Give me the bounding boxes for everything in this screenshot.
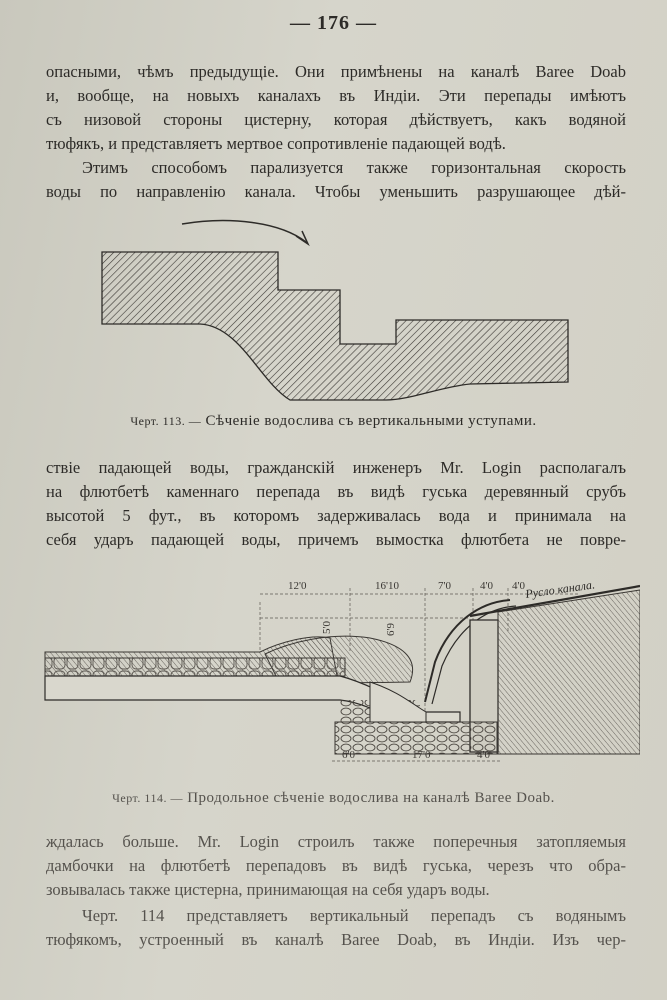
falling-water bbox=[424, 599, 511, 703]
figure-label: Черт. 113. — bbox=[130, 414, 202, 428]
paragraph-1: опасными, чѣмъ предыдущіе. Они примѣнены… bbox=[46, 60, 626, 156]
text-line: зовывалась также цистерна, принимающая н… bbox=[46, 880, 490, 899]
paragraph-5: Черт. 114 представляетъ вертикальный пер… bbox=[46, 904, 626, 952]
figure-label: Черт. 114. — bbox=[112, 791, 183, 805]
text-line: Этимъ способомъ парализуется также гориз… bbox=[82, 158, 626, 177]
dimension-label: 16'10 bbox=[375, 580, 399, 592]
text-line: себя ударъ падающей воды, причемъ вымост… bbox=[46, 530, 626, 549]
page-number: — 176 — bbox=[290, 12, 377, 34]
text-line: воды по направленію канала. Чтобы уменьш… bbox=[46, 182, 626, 201]
paragraph-4: ждалась больше. Mr. Login строилъ также … bbox=[46, 830, 626, 902]
text-line: ждалась больше. Mr. Login строилъ также … bbox=[46, 832, 626, 851]
text-line: и, вообще, на новыхъ каналахъ въ Индіи. … bbox=[46, 86, 626, 105]
paragraph-2: Этимъ способомъ парализуется также гориз… bbox=[46, 156, 626, 204]
text-line: дамбочки на флютбетѣ перепадовъ въ видѣ … bbox=[46, 856, 626, 875]
text-line: на флютбетѣ каменнаго перепада въ видѣ г… bbox=[46, 482, 626, 501]
dimension-label: 5'0 bbox=[321, 621, 333, 634]
canal-label: Русло канала. bbox=[523, 577, 595, 601]
flow-arrow-icon bbox=[181, 219, 307, 243]
dimension-label: 12'0 bbox=[288, 580, 307, 592]
figure-113-caption: Черт. 113. — Сѣченіе водослива съ вертик… bbox=[0, 413, 667, 430]
figure-114-longitudinal-section: 12'0 16'10 7'0 4'0 4'0 6'0 17'0 4'0 5'0 … bbox=[44, 577, 640, 762]
text-line: высотой 5 фут., въ которомъ задерживалас… bbox=[46, 506, 626, 525]
text-line: съ низовой стороны цистерну, которая дѣй… bbox=[46, 110, 626, 129]
text-line: Черт. 114 представляетъ вертикальный пер… bbox=[82, 906, 626, 925]
dimension-label: 7'0 bbox=[438, 580, 451, 592]
timber-crib bbox=[44, 657, 346, 677]
dimension-label: 6'9 bbox=[385, 623, 397, 636]
text-line: тюфякъ, и представляетъ мертвое сопротив… bbox=[46, 134, 506, 153]
dimension-label: 4'0 bbox=[477, 749, 490, 761]
hatched-masonry bbox=[101, 251, 569, 401]
paragraph-3: ствіе падающей воды, гражданскій инженер… bbox=[46, 456, 626, 552]
dimension-label: 4'0 bbox=[512, 580, 525, 592]
figure-113-weir-section bbox=[101, 219, 569, 401]
dimension-label: 17'0 bbox=[412, 749, 431, 761]
text-line: ствіе падающей воды, гражданскій инженер… bbox=[46, 458, 626, 477]
flow-arrowhead-icon bbox=[295, 230, 310, 247]
text-line: опасными, чѣмъ предыдущіе. Они примѣнены… bbox=[46, 62, 626, 81]
text-line: тюфякомъ, устроенный въ каналѣ Baree Doa… bbox=[46, 930, 626, 949]
figure-caption-text: Продольное сѣченіе водослива на каналѣ B… bbox=[187, 790, 555, 806]
dimension-label: 4'0 bbox=[480, 580, 493, 592]
canal-bed bbox=[469, 584, 640, 618]
figure-caption-text: Сѣченіе водослива съ вертикальными уступ… bbox=[205, 413, 537, 429]
figure-114-caption: Черт. 114. — Продольное сѣченіе водослив… bbox=[0, 790, 667, 807]
dimension-label: 6'0 bbox=[342, 749, 355, 761]
water-cushion bbox=[369, 681, 427, 723]
